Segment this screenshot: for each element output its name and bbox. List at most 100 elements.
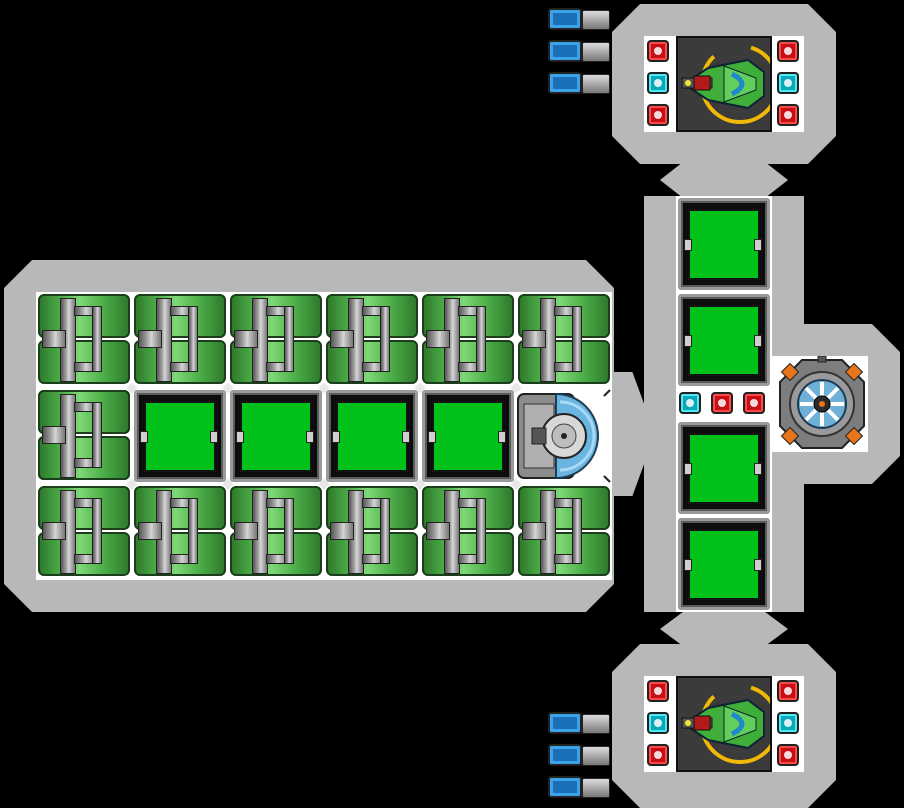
power-plug-icon	[777, 72, 799, 94]
fuel-pipe	[92, 306, 102, 372]
fuel-pipe	[380, 306, 390, 372]
turret-top[interactable]	[676, 36, 780, 132]
battery-top-2[interactable]	[548, 38, 610, 64]
fuel-pipe	[42, 426, 66, 444]
room-icon	[432, 401, 504, 472]
fuel-tank[interactable]	[36, 292, 132, 386]
door-icon	[754, 335, 762, 347]
fuel-pipe	[234, 522, 258, 540]
room-icon	[688, 433, 760, 504]
door-icon	[332, 431, 340, 443]
battery-top-1[interactable]	[548, 6, 610, 32]
door-icon	[684, 463, 692, 475]
fuel-pipe	[380, 498, 390, 564]
power-plug-icon	[777, 104, 799, 126]
fuel-tank[interactable]	[516, 292, 612, 386]
door-icon	[140, 431, 148, 443]
door-icon	[306, 431, 314, 443]
power-plug-icon	[777, 680, 799, 702]
room[interactable]	[326, 390, 418, 482]
battery-bottom-3[interactable]	[548, 774, 610, 800]
fuel-tank[interactable]	[324, 292, 420, 386]
fuel-pipe	[522, 522, 546, 540]
door-icon	[498, 431, 506, 443]
power-plug-icon	[647, 712, 669, 734]
battery-top-3[interactable]	[548, 70, 610, 96]
power-plug-icon	[743, 392, 765, 414]
battery-bottom-2[interactable]	[548, 742, 610, 768]
door-icon	[428, 431, 436, 443]
room[interactable]	[422, 390, 514, 482]
fuel-pipe	[284, 498, 294, 564]
room-icon	[688, 529, 760, 600]
reactor[interactable]	[776, 355, 868, 452]
fuel-tank[interactable]	[132, 292, 228, 386]
fuel-pipe	[426, 522, 450, 540]
fuel-tank[interactable]	[132, 484, 228, 578]
room[interactable]	[678, 294, 770, 386]
power-plug-icon	[777, 712, 799, 734]
room-icon	[688, 209, 760, 280]
fuel-tank[interactable]	[324, 484, 420, 578]
power-plug-icon	[647, 104, 669, 126]
fuel-tank-icon	[38, 436, 130, 480]
fuel-tank[interactable]	[516, 484, 612, 578]
room-icon	[336, 401, 408, 472]
door-icon	[684, 559, 692, 571]
fuel-tank[interactable]	[420, 484, 516, 578]
fuel-pipe	[426, 330, 450, 348]
fuel-pipe	[476, 498, 486, 564]
power-plug-icon	[647, 72, 669, 94]
power-plug-icon	[777, 40, 799, 62]
hull-notch	[612, 372, 646, 496]
power-plug-icon	[647, 744, 669, 766]
fuel-pipe	[476, 306, 486, 372]
cockpit[interactable]	[516, 388, 612, 484]
door-icon	[402, 431, 410, 443]
power-plug-icon	[679, 392, 701, 414]
fuel-pipe	[284, 306, 294, 372]
battery-bottom-1[interactable]	[548, 710, 610, 736]
fuel-tank[interactable]	[228, 292, 324, 386]
room[interactable]	[678, 198, 770, 290]
room[interactable]	[230, 390, 322, 482]
power-plug-icon	[711, 392, 733, 414]
fuel-tank[interactable]	[36, 484, 132, 578]
fuel-tank[interactable]	[228, 484, 324, 578]
room-icon	[688, 305, 760, 376]
room-icon	[240, 401, 312, 472]
fuel-tank-icon	[326, 294, 418, 338]
room-icon	[144, 401, 216, 472]
turret-bottom[interactable]	[676, 676, 780, 772]
fuel-pipe	[138, 522, 162, 540]
power-plug-icon	[777, 744, 799, 766]
fuel-pipe	[92, 402, 102, 468]
battery-icon	[548, 8, 582, 30]
fuel-pipe	[330, 330, 354, 348]
door-icon	[210, 431, 218, 443]
door-icon	[754, 559, 762, 571]
room[interactable]	[678, 518, 770, 610]
turret-icon	[681, 684, 780, 764]
floor-main	[36, 292, 612, 580]
fuel-pipe	[188, 498, 198, 564]
power-plug-icon	[647, 40, 669, 62]
fuel-tank[interactable]	[420, 292, 516, 386]
door-icon	[754, 463, 762, 475]
power-plug-icon	[647, 680, 669, 702]
room[interactable]	[678, 422, 770, 514]
fuel-pipe	[234, 330, 258, 348]
door-icon	[684, 335, 692, 347]
fuel-pipe	[92, 498, 102, 564]
room[interactable]	[134, 390, 226, 482]
door-icon	[684, 239, 692, 251]
fuel-pipe	[138, 330, 162, 348]
fuel-pipe	[522, 330, 546, 348]
fuel-pipe	[42, 522, 66, 540]
fuel-pipe	[42, 330, 66, 348]
hull-connector-bottom	[660, 610, 788, 648]
turret-icon	[681, 44, 780, 124]
door-icon	[754, 239, 762, 251]
fuel-tank[interactable]	[36, 388, 132, 482]
